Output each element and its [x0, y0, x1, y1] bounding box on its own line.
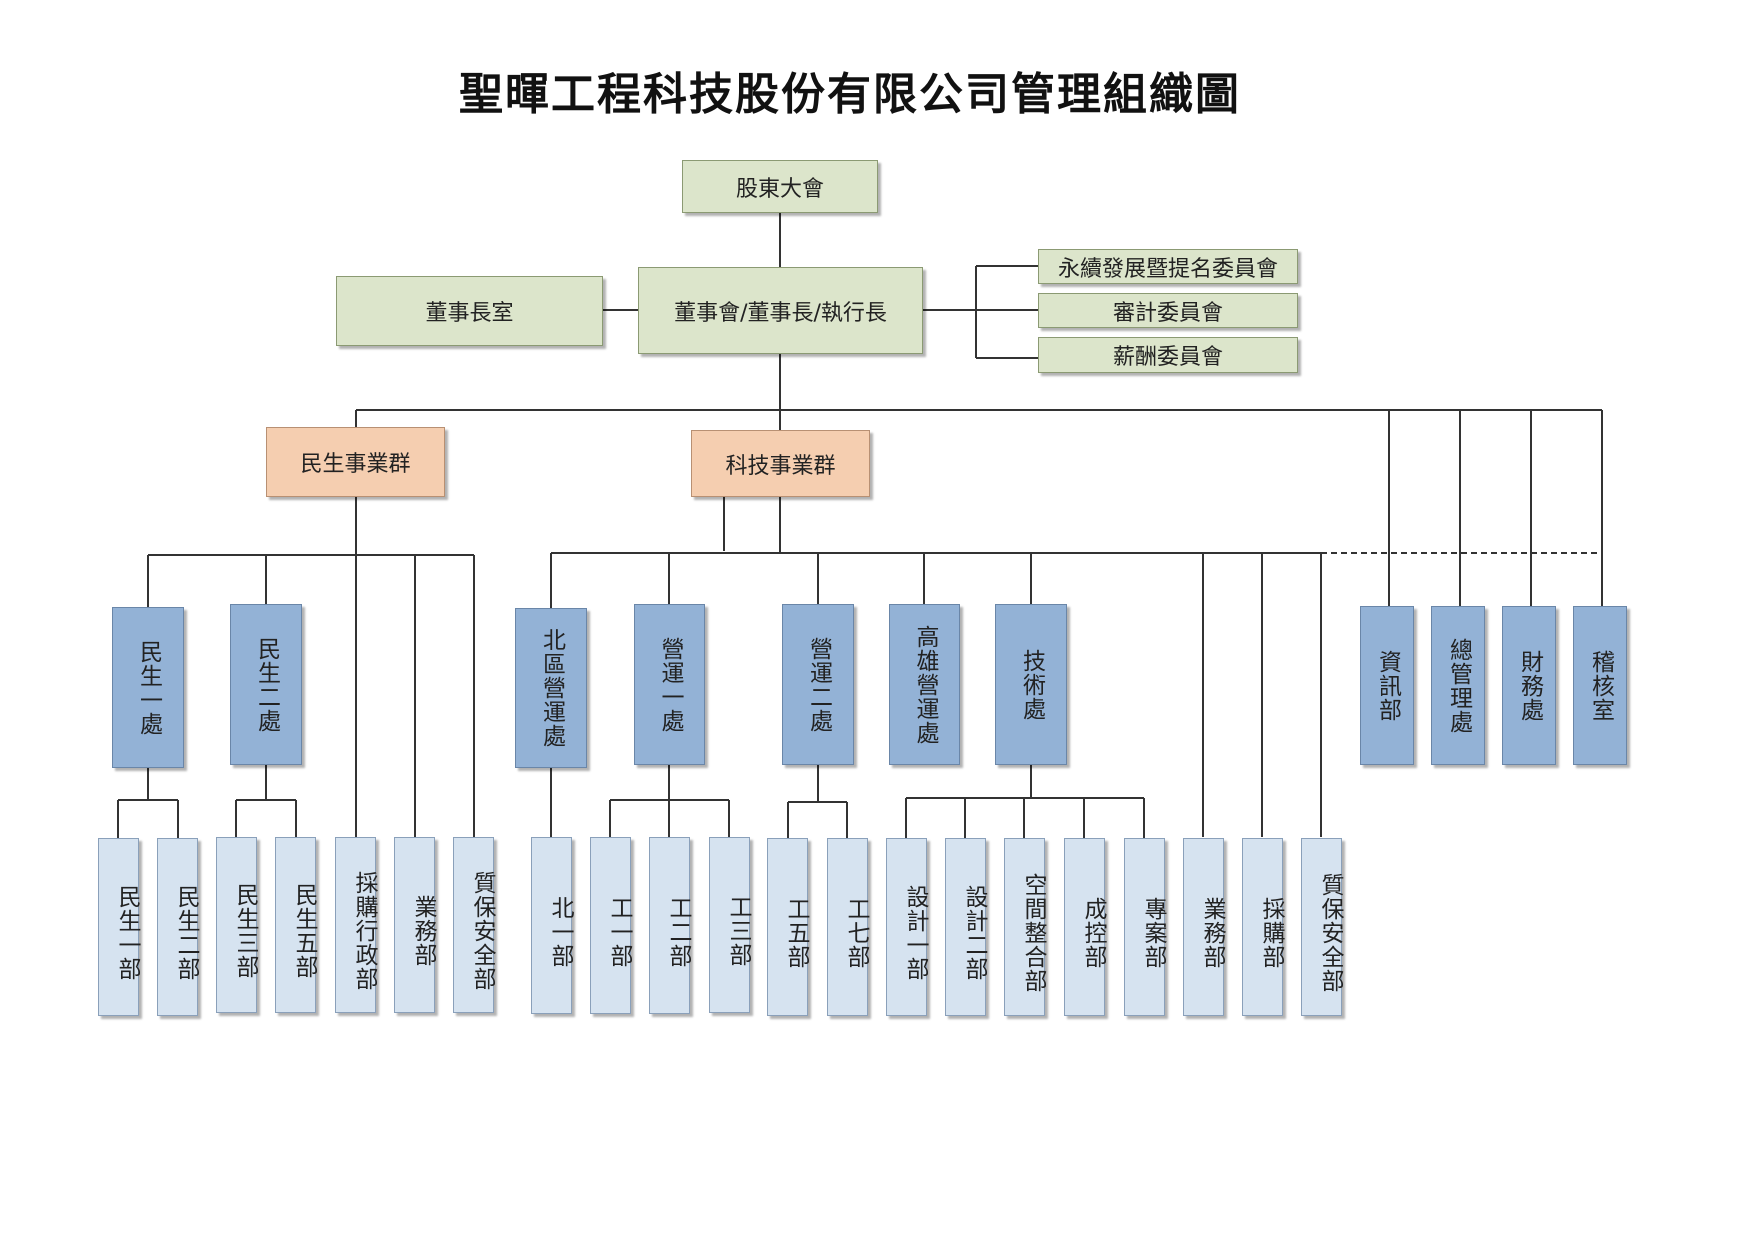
dept-qa-safety-minsheng: 質保安全部	[453, 837, 495, 1013]
dept-eng-1: 工一部	[590, 837, 632, 1014]
dept-space-integration: 空間整合部	[1004, 838, 1046, 1016]
division-minsheng-2: 民生二處	[230, 604, 302, 765]
group-minsheng: 民生事業群	[266, 427, 445, 497]
board-of-directors: 董事會/董事長/執行長	[638, 267, 923, 354]
dept-minsheng-1: 民生一部	[98, 838, 140, 1016]
dept-business-minsheng: 業務部	[394, 837, 436, 1013]
division-ops-2: 營運二處	[782, 604, 854, 765]
committee-audit: 審計委員會	[1038, 293, 1298, 328]
dept-procurement-admin: 採購行政部	[335, 837, 377, 1013]
dept-minsheng-3: 民生三部	[216, 837, 258, 1013]
dept-design-2: 設計二部	[945, 838, 987, 1016]
division-north-ops: 北區營運處	[515, 608, 587, 768]
chart-title: 聖暉工程科技股份有限公司管理組織圖	[459, 69, 1241, 120]
division-tech: 技術處	[995, 604, 1067, 765]
group-tech: 科技事業群	[691, 430, 870, 497]
chairman-office: 董事長室	[336, 276, 603, 346]
dept-north-1: 北一部	[531, 837, 573, 1014]
dept-eng-2: 工二部	[649, 837, 691, 1014]
dept-eng-7: 工七部	[827, 838, 869, 1016]
dept-business-tech: 業務部	[1183, 838, 1225, 1016]
dept-minsheng-5: 民生五部	[275, 837, 317, 1013]
dept-qa-safety-tech: 質保安全部	[1301, 838, 1343, 1016]
dept-eng-5: 工五部	[767, 838, 809, 1016]
committee-sustainability-nomination: 永續發展暨提名委員會	[1038, 249, 1298, 284]
dept-procurement-tech: 採購部	[1242, 838, 1284, 1016]
division-ops-1: 營運一處	[634, 604, 705, 765]
shareholders-meeting: 股東大會	[682, 160, 878, 213]
dept-cost-control: 成控部	[1064, 838, 1106, 1016]
dept-design-1: 設計一部	[886, 838, 928, 1016]
division-finance: 財務處	[1502, 606, 1556, 765]
dept-eng-3: 工三部	[709, 837, 751, 1013]
dept-minsheng-2: 民生二部	[157, 838, 199, 1016]
division-it: 資訊部	[1360, 606, 1414, 765]
division-minsheng-1: 民生一處	[112, 607, 184, 768]
division-kaohsiung-ops: 高雄營運處	[889, 604, 960, 765]
division-general-mgmt: 總管理處	[1431, 606, 1485, 765]
dept-project: 專案部	[1124, 838, 1166, 1016]
committee-remuneration: 薪酬委員會	[1038, 337, 1298, 373]
division-audit: 稽核室	[1573, 606, 1627, 765]
